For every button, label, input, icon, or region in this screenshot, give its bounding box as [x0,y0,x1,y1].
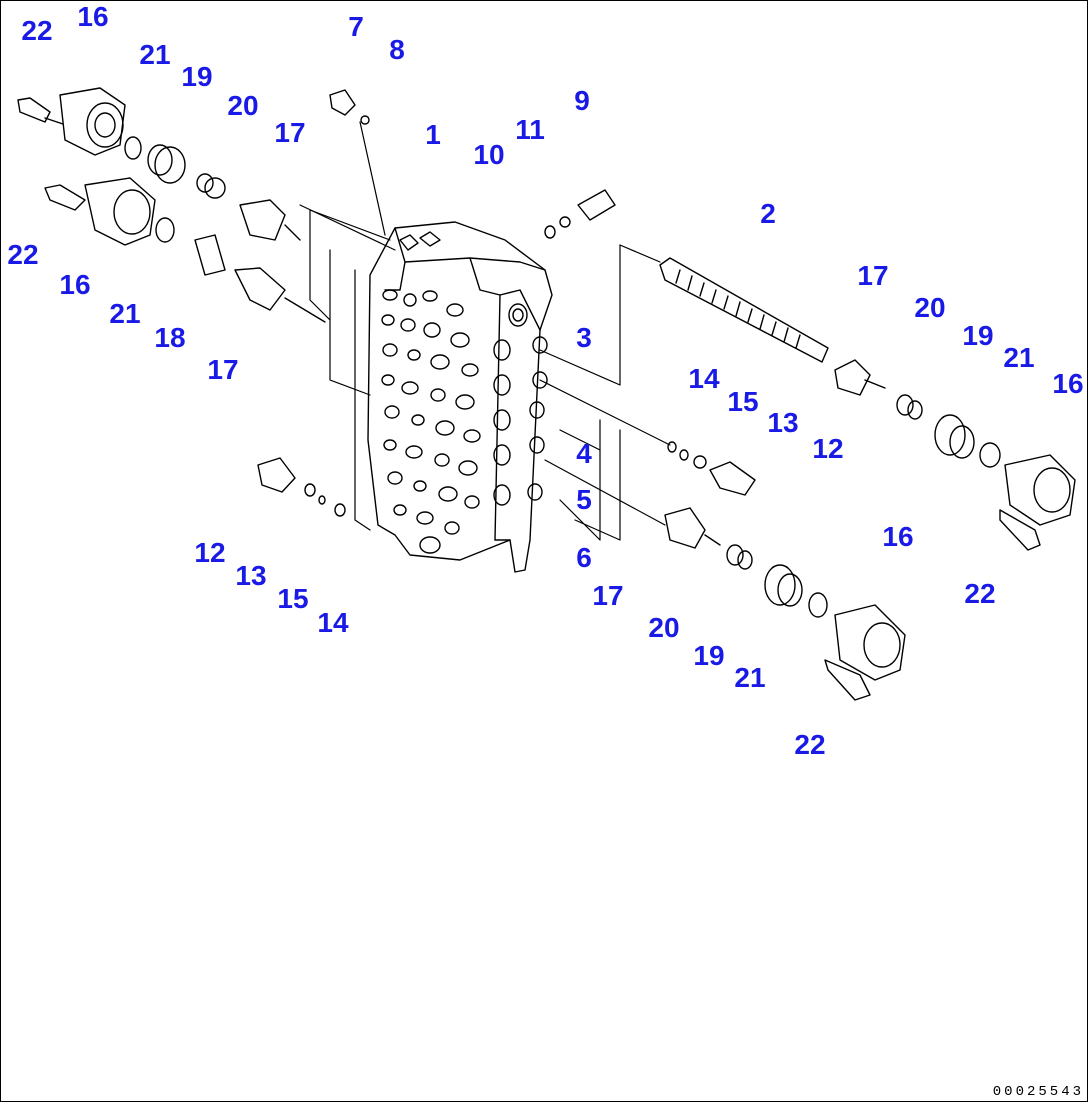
callout-19-right: 19 [962,320,994,351]
callout-16-top-left: 16 [77,1,109,32]
valve-body [367,221,553,573]
callout-21-top-left: 21 [139,39,171,70]
callout-3: 3 [576,322,592,353]
callout-16-left: 16 [59,269,91,300]
callout-15-left: 15 [277,583,309,614]
callout-17-lower: 17 [592,580,624,611]
callout-20-top-left: 20 [227,90,259,121]
callout-22-right: 22 [964,578,996,609]
callout-18: 18 [154,322,186,353]
callout-15-right: 15 [727,386,759,417]
callout-11: 11 [515,114,545,145]
callout-17-right: 17 [857,260,889,291]
callout-17-left: 17 [207,354,239,385]
callout-4: 4 [576,438,592,469]
callout-12-left: 12 [194,537,226,568]
callout-20-right: 20 [914,292,946,323]
right-lower-group [664,507,906,701]
top-middle-parts [329,89,616,239]
right-upper-group [834,359,1076,551]
spool [659,257,829,363]
callout-19-lower: 19 [693,640,725,671]
top-left-group [17,87,326,323]
callout-7: 7 [348,11,364,42]
callout-22-lower: 22 [794,729,826,760]
callout-14-left: 14 [317,607,349,638]
callout-22-left: 22 [7,239,39,270]
drawing-id: 00025543 [992,1084,1084,1100]
callout-5: 5 [576,484,592,515]
callout-12-right: 12 [812,433,844,464]
callout-16-right: 16 [1052,368,1084,399]
body-side-ports [493,303,548,506]
callout-21-left: 21 [109,298,141,329]
callout-13-left: 13 [235,560,267,591]
callout-19-top-left: 19 [181,61,213,92]
callout-14-right: 14 [688,363,720,394]
callout-20-lower: 20 [648,612,680,643]
callout-6: 6 [576,542,592,573]
right-middle-parts [667,441,756,496]
callout-22-top-left: 22 [21,15,53,46]
callout-21-lower: 21 [734,662,766,693]
leader-lines [299,121,671,541]
callout-8: 8 [389,34,405,65]
callout-13-right: 13 [767,407,799,438]
callout-21-right: 21 [1003,342,1035,373]
callout-16-lower: 16 [882,521,914,552]
callout-1: 1 [425,119,441,150]
left-lower-parts [257,457,346,517]
body-holes [381,289,481,554]
callout-2: 2 [760,198,776,229]
callout-9: 9 [574,85,590,116]
callout-17-top-left: 17 [274,117,306,148]
callout-10: 10 [473,139,505,170]
